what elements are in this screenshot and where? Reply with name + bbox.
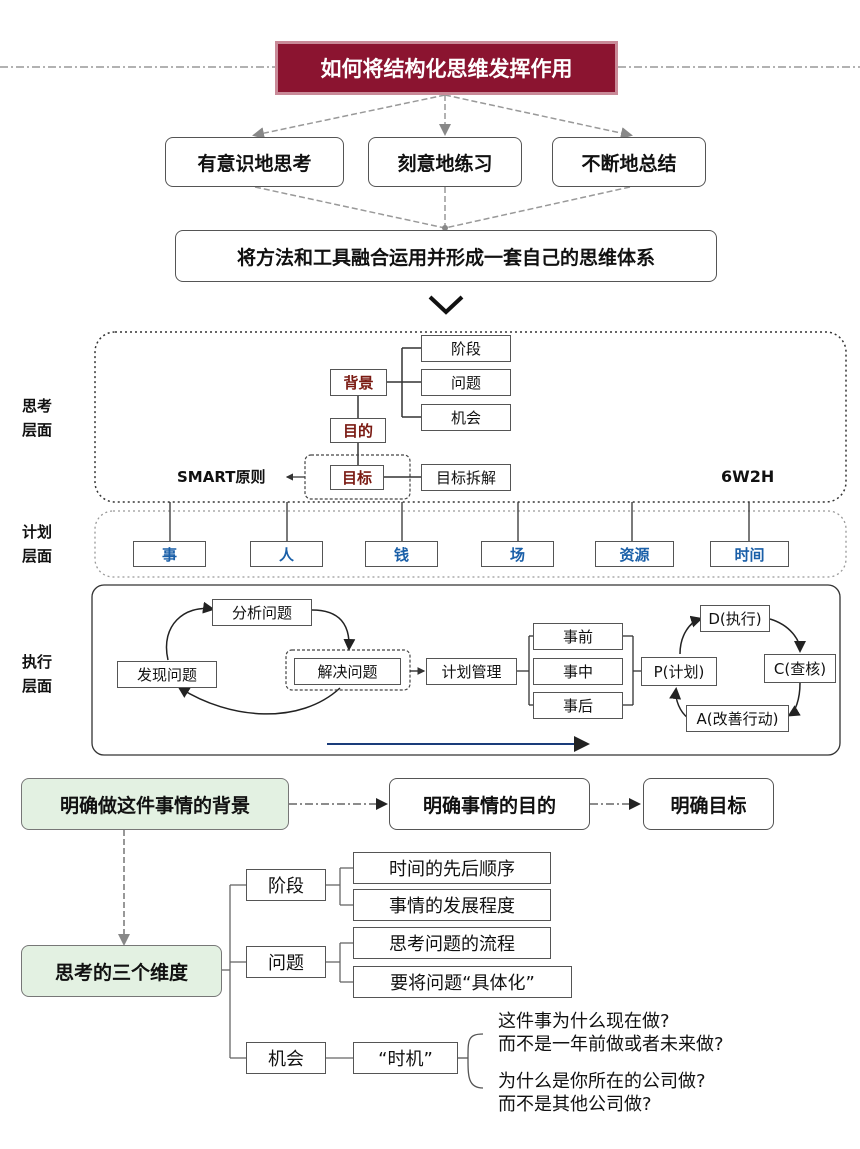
main-title: 如何将结构化思维发挥作用 — [275, 41, 618, 95]
node-goal: 目标 — [330, 465, 384, 490]
node-before: 事前 — [533, 623, 623, 650]
dim-problem-item-2: 要将问题“具体化” — [353, 966, 572, 998]
plan-item-people: 人 — [250, 541, 323, 567]
smart-principle-label: SMART原则 — [177, 468, 266, 486]
approach-continuous-summary: 不断地总结 — [552, 137, 706, 187]
node-find-problem: 发现问题 — [117, 661, 217, 688]
node-plan-management: 计划管理 — [426, 658, 517, 685]
layer-label-planning: 计划 层面 — [22, 520, 56, 568]
layer-label-thinking: 思考 层面 — [22, 394, 56, 442]
flow-clarify-goal: 明确目标 — [643, 778, 774, 830]
dim-opportunity: 机会 — [246, 1042, 326, 1074]
layer-label-planning-text: 计划 层面 — [22, 523, 53, 565]
dim-problem-item-1: 思考问题的流程 — [353, 927, 551, 959]
flow-clarify-background: 明确做这件事情的背景 — [21, 778, 289, 830]
node-during: 事中 — [533, 658, 623, 685]
layer-label-execution: 执行 层面 — [22, 650, 56, 698]
plan-item-resources: 资源 — [595, 541, 674, 567]
node-problem: 问题 — [421, 369, 511, 396]
node-goal-decompose: 目标拆解 — [421, 464, 511, 491]
flow-clarify-purpose: 明确事情的目的 — [389, 778, 590, 830]
layer-label-execution-text: 执行 层面 — [22, 653, 53, 695]
question-1a: 这件事为什么现在做? — [498, 1011, 670, 1032]
node-analyze-problem: 分析问题 — [212, 599, 312, 626]
plan-item-place: 场 — [481, 541, 554, 567]
node-pdca-do: D(执行) — [700, 605, 770, 632]
question-group-1: 这件事为什么现在做? 而不是一年前做或者未来做? — [498, 1010, 724, 1056]
node-opportunity: 机会 — [421, 404, 511, 431]
question-group-2: 为什么是你所在的公司做? 而不是其他公司做? — [498, 1070, 706, 1116]
node-pdca-check: C(查核) — [764, 654, 836, 683]
node-pdca-plan: P(计划) — [641, 657, 717, 686]
layer-label-thinking-text: 思考 层面 — [22, 397, 53, 439]
question-2b: 而不是其他公司做? — [498, 1094, 652, 1115]
w2h-label: 6W2H — [721, 467, 775, 486]
node-stage: 阶段 — [421, 335, 511, 362]
dim-stage: 阶段 — [246, 869, 326, 901]
plan-item-time: 时间 — [710, 541, 789, 567]
question-1b: 而不是一年前做或者未来做? — [498, 1034, 724, 1055]
approach-conscious-thinking: 有意识地思考 — [165, 137, 344, 187]
three-dimensions: 思考的三个维度 — [21, 945, 222, 997]
node-after: 事后 — [533, 692, 623, 719]
node-purpose: 目的 — [330, 418, 386, 443]
dim-problem: 问题 — [246, 946, 326, 978]
dim-stage-item-2: 事情的发展程度 — [353, 889, 551, 921]
plan-item-money: 钱 — [365, 541, 438, 567]
node-solve-problem: 解决问题 — [294, 658, 401, 685]
node-background: 背景 — [330, 369, 387, 396]
plan-item-thing: 事 — [133, 541, 206, 567]
dim-opportunity-item-1: “时机” — [353, 1042, 458, 1074]
node-pdca-act: A(改善行动) — [686, 705, 789, 732]
approach-deliberate-practice: 刻意地练习 — [368, 137, 522, 187]
thinking-system: 将方法和工具融合运用并形成一套自己的思维体系 — [175, 230, 717, 282]
question-2a: 为什么是你所在的公司做? — [498, 1071, 706, 1092]
dim-stage-item-1: 时间的先后顺序 — [353, 852, 551, 884]
